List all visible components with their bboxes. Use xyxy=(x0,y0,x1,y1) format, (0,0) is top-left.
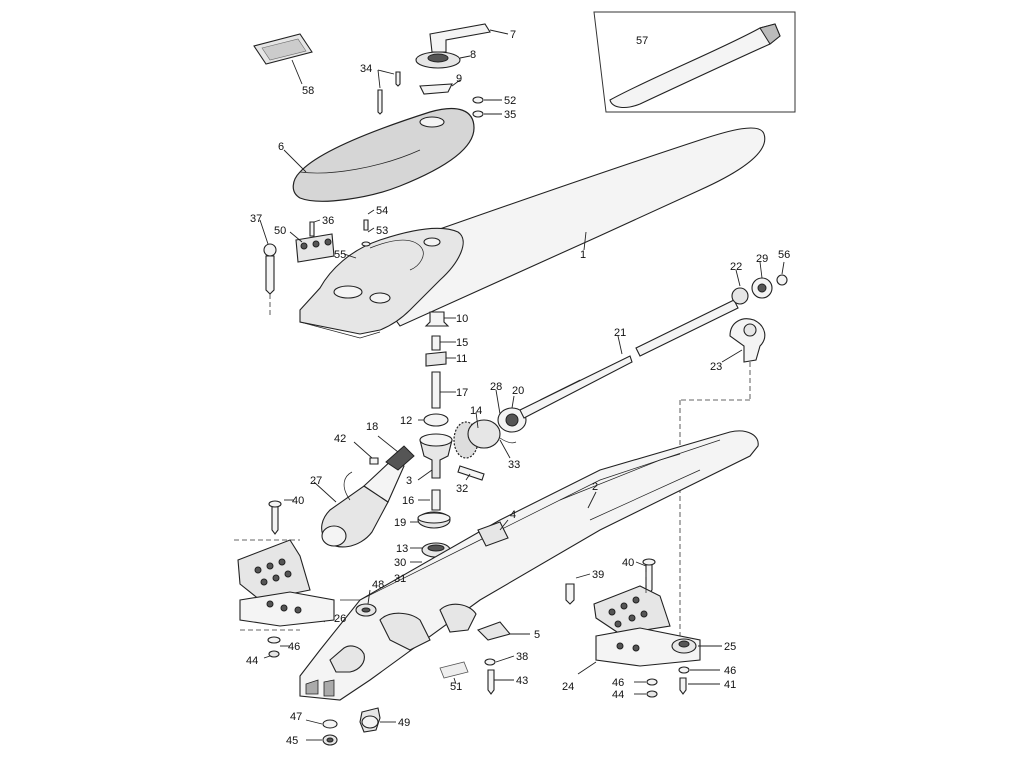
label-15: 15 xyxy=(456,337,468,349)
label-40-left: 40 xyxy=(292,495,304,507)
label-54: 54 xyxy=(376,205,388,217)
label-5: 5 xyxy=(534,629,540,641)
label-38: 38 xyxy=(516,651,528,663)
label-6: 6 xyxy=(278,141,284,153)
label-9: 9 xyxy=(456,73,462,85)
label-18: 18 xyxy=(366,421,378,433)
label-37: 37 xyxy=(250,213,262,225)
label-56: 56 xyxy=(778,249,790,261)
label-41: 41 xyxy=(724,679,736,691)
label-57: 57 xyxy=(636,35,648,47)
label-43: 43 xyxy=(516,675,528,687)
label-34: 34 xyxy=(360,63,372,75)
label-53: 53 xyxy=(376,225,388,237)
label-26: 26 xyxy=(334,613,346,625)
callout-labels: 1 2 3 4 5 6 7 8 9 10 11 12 13 14 15 16 1… xyxy=(246,29,790,747)
manual-58 xyxy=(253,33,313,85)
label-23: 23 xyxy=(710,361,722,373)
label-46-right: 46 xyxy=(724,665,736,677)
label-2: 2 xyxy=(592,481,598,493)
label-46-left: 46 xyxy=(288,641,300,653)
label-42: 42 xyxy=(334,433,346,445)
label-27: 27 xyxy=(310,475,322,487)
label-30: 30 xyxy=(394,557,406,569)
label-19: 19 xyxy=(394,517,406,529)
label-20: 20 xyxy=(512,385,524,397)
label-44-right: 44 xyxy=(612,689,624,701)
label-22: 22 xyxy=(730,261,742,273)
label-7: 7 xyxy=(510,29,516,41)
label-8: 8 xyxy=(470,49,476,61)
label-36: 36 xyxy=(322,215,334,227)
label-32: 32 xyxy=(456,483,468,495)
bottom-parts xyxy=(305,707,396,746)
motor-27 xyxy=(313,435,415,548)
housing-1 xyxy=(299,127,766,339)
label-24: 24 xyxy=(562,681,574,693)
label-17: 17 xyxy=(456,387,468,399)
label-55: 55 xyxy=(334,249,346,261)
label-16: 16 xyxy=(402,495,414,507)
label-14: 14 xyxy=(470,405,482,417)
label-33: 33 xyxy=(508,459,520,471)
label-39: 39 xyxy=(592,569,604,581)
label-58: 58 xyxy=(302,85,314,97)
screws-top xyxy=(377,69,502,118)
label-51: 51 xyxy=(450,681,462,693)
base-housing-2 xyxy=(299,430,759,701)
small-parts-lower xyxy=(323,465,591,695)
label-49: 49 xyxy=(398,717,410,729)
label-44-left: 44 xyxy=(246,655,258,667)
label-31: 31 xyxy=(394,573,406,585)
label-40-right: 40 xyxy=(622,557,634,569)
label-35: 35 xyxy=(504,109,516,121)
label-25: 25 xyxy=(724,641,736,653)
label-50: 50 xyxy=(274,225,286,237)
label-11: 11 xyxy=(456,353,467,365)
label-47: 47 xyxy=(290,711,302,723)
right-bracket xyxy=(577,558,722,698)
drive-gears xyxy=(453,299,739,459)
release-key xyxy=(415,23,509,95)
label-12: 12 xyxy=(400,415,412,427)
cover-6 xyxy=(283,107,475,202)
shaft-end-parts xyxy=(679,261,788,640)
label-48: 48 xyxy=(372,579,384,591)
label-29: 29 xyxy=(756,253,768,265)
shaft-stack xyxy=(410,311,456,584)
terminal-block-50 xyxy=(259,209,375,316)
inset-frame xyxy=(593,11,796,113)
label-46-lower: 46 xyxy=(612,677,624,689)
label-3: 3 xyxy=(406,475,412,487)
label-10: 10 xyxy=(456,313,468,325)
label-21: 21 xyxy=(614,327,626,339)
label-13: 13 xyxy=(396,543,408,555)
right-bracket-holes xyxy=(608,596,648,652)
label-52: 52 xyxy=(504,95,516,107)
label-4: 4 xyxy=(510,509,516,521)
label-45: 45 xyxy=(286,735,298,747)
label-28: 28 xyxy=(490,381,502,393)
label-1: 1 xyxy=(580,249,586,261)
left-bracket-holes xyxy=(254,558,302,614)
left-bracket xyxy=(234,499,335,659)
